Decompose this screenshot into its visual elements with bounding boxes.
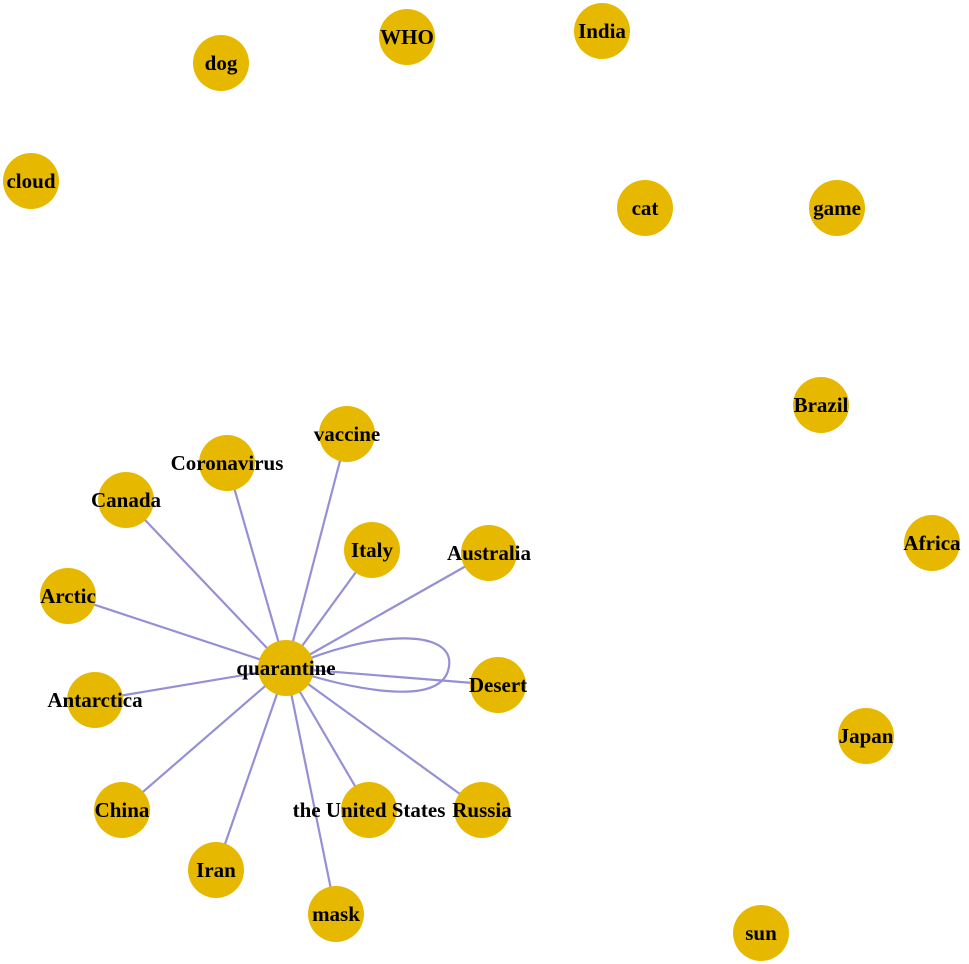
node-circle-sun — [733, 905, 789, 961]
node-circle-russia — [454, 782, 510, 838]
node-brazil: Brazil — [793, 377, 849, 433]
node-circle-dog — [193, 35, 249, 91]
node-india: India — [574, 3, 630, 59]
node-game: game — [809, 180, 865, 236]
node-circle-vaccine — [319, 406, 375, 462]
edge-quarantine-antarctica — [94, 666, 287, 702]
edges-layer — [67, 433, 499, 915]
node-label-cat: cat — [632, 196, 659, 220]
node-circle-quarantine — [258, 640, 314, 696]
node-circle-antarctica — [67, 672, 123, 728]
node-circle-mask — [308, 886, 364, 942]
edge-quarantine-canada — [125, 499, 287, 669]
node-vaccine: vaccine — [314, 406, 380, 462]
node-japan: Japan — [838, 708, 894, 764]
node-antarctica: Antarctica — [47, 672, 143, 728]
node-africa: Africa — [903, 515, 961, 571]
edge-quarantine-russia — [285, 667, 483, 811]
edge-quarantine-australia — [285, 552, 490, 669]
node-circle-canada — [98, 472, 154, 528]
node-circle-japan — [838, 708, 894, 764]
edge-quarantine-coronavirus — [225, 462, 288, 669]
node-label-game: game — [813, 196, 861, 220]
node-desert: Desert — [469, 657, 527, 713]
node-circle-australia — [461, 525, 517, 581]
node-mask: mask — [308, 886, 364, 942]
node-circle-who — [379, 9, 435, 65]
node-circle-iran — [188, 842, 244, 898]
edge-quarantine-arctic — [67, 594, 287, 670]
node-circle-desert — [470, 657, 526, 713]
node-circle-cloud — [3, 153, 59, 209]
node-label-sun: sun — [745, 921, 777, 945]
node-russia: Russia — [452, 782, 512, 838]
node-coronavirus: Coronavirus — [171, 435, 284, 491]
node-label-africa: Africa — [903, 531, 961, 555]
node-arctic: Arctic — [40, 568, 96, 624]
node-label-japan: Japan — [839, 724, 894, 748]
node-italy: Italy — [344, 522, 400, 578]
node-dog: dog — [193, 35, 249, 91]
node-label-australia: Australia — [447, 541, 532, 565]
node-label-desert: Desert — [469, 673, 527, 697]
node-label-vaccine: vaccine — [314, 422, 380, 446]
node-label-united_states: the United States — [293, 798, 446, 822]
node-label-canada: Canada — [91, 488, 162, 512]
node-label-dog: dog — [205, 51, 238, 75]
node-label-coronavirus: Coronavirus — [171, 451, 284, 475]
node-australia: Australia — [447, 525, 532, 581]
node-label-brazil: Brazil — [794, 393, 849, 417]
node-circle-coronavirus — [199, 435, 255, 491]
edge-quarantine-desert — [285, 666, 499, 687]
node-iran: Iran — [188, 842, 244, 898]
node-circle-game — [809, 180, 865, 236]
node-china: China — [94, 782, 150, 838]
edge-quarantine-iran — [214, 667, 288, 871]
node-circle-united_states — [341, 782, 397, 838]
edge-quarantine-self-loop — [285, 637, 451, 693]
node-cloud: cloud — [3, 153, 59, 209]
node-label-china: China — [95, 798, 150, 822]
node-united_states: the United States — [293, 782, 446, 838]
node-circle-india — [574, 3, 630, 59]
node-label-iran: Iran — [196, 858, 236, 882]
node-cat: cat — [617, 180, 673, 236]
edge-quarantine-vaccine — [284, 433, 349, 669]
edge-quarantine-mask — [284, 667, 338, 915]
node-quarantine: quarantine — [236, 640, 336, 696]
node-sun: sun — [733, 905, 789, 961]
node-label-arctic: Arctic — [40, 584, 96, 608]
node-circle-brazil — [793, 377, 849, 433]
node-circle-arctic — [40, 568, 96, 624]
node-circle-cat — [617, 180, 673, 236]
node-who: WHO — [379, 9, 435, 65]
node-canada: Canada — [91, 472, 162, 528]
node-label-india: India — [578, 19, 626, 43]
node-label-russia: Russia — [452, 798, 512, 822]
node-label-cloud: cloud — [6, 169, 55, 193]
node-label-quarantine: quarantine — [236, 656, 335, 680]
node-label-italy: Italy — [351, 538, 394, 562]
edge-quarantine-china — [121, 667, 287, 811]
node-label-antarctica: Antarctica — [47, 688, 143, 712]
node-label-mask: mask — [312, 902, 360, 926]
node-circle-china — [94, 782, 150, 838]
node-circle-africa — [904, 515, 960, 571]
node-circle-italy — [344, 522, 400, 578]
node-label-who: WHO — [380, 25, 434, 49]
nodes-layer: dog WHO India cloud cat gameBrazilAfricaJapan… — [3, 3, 961, 961]
